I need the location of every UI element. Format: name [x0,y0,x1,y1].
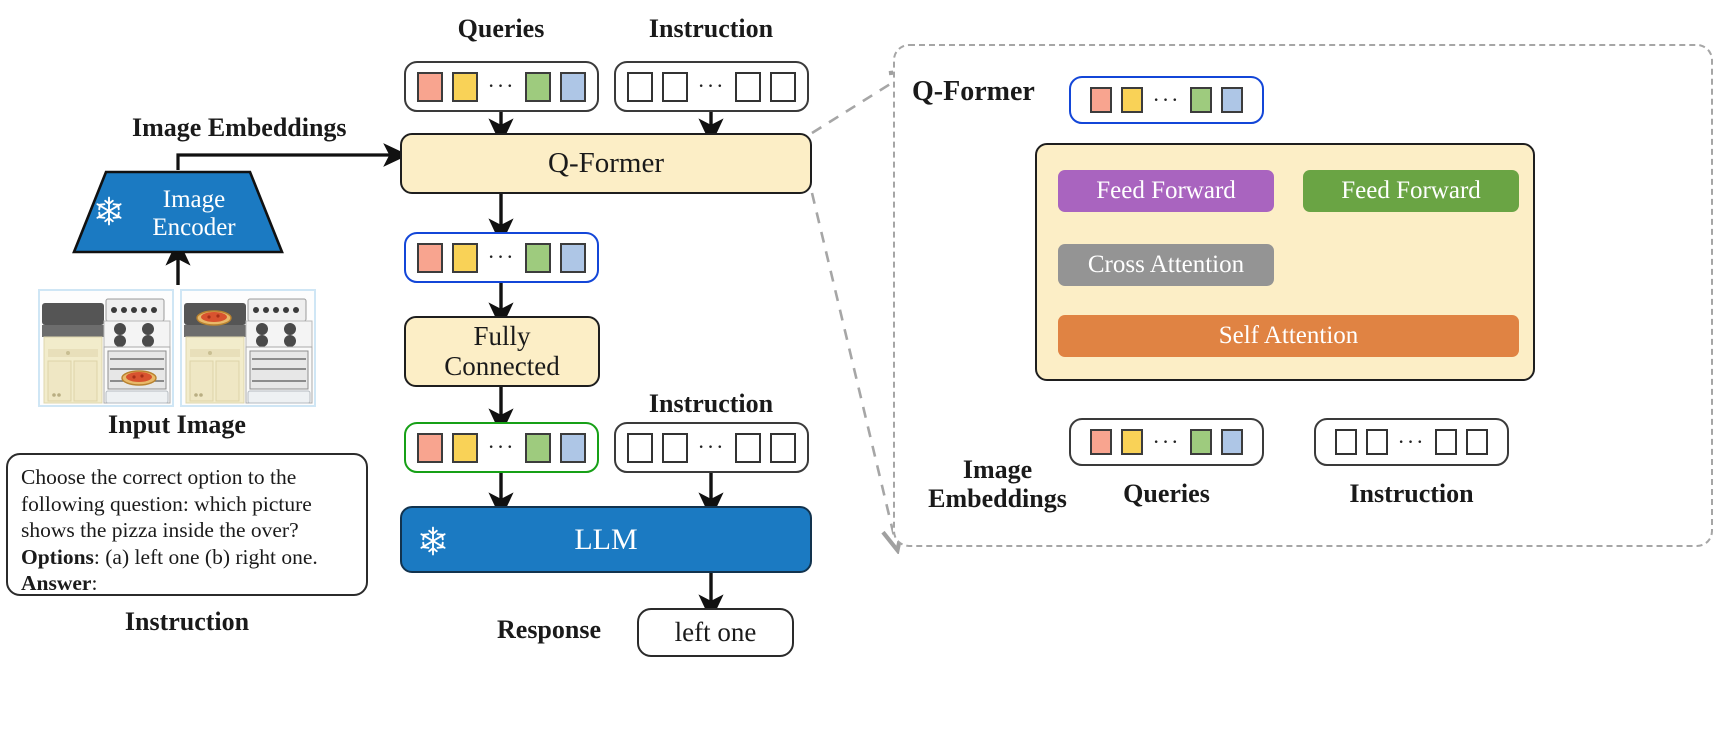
cross-attention-label: Cross Attention [1087,251,1245,278]
qformer-label: Q-Former [548,147,664,179]
instruction-label-mid: Instruction [648,389,774,418]
output-token-2 [1120,87,1143,113]
instruction-token-4 [770,71,797,102]
image-encoder-shape [72,170,284,254]
query-token-4 [1221,429,1244,455]
detail-queries-label: Queries [1123,479,1210,508]
instruction-options-row: Options: (a) left one (b) right one. [21,544,353,571]
instruction-token-1 [626,71,653,102]
instruction-line-1: Choose the correct option to the [21,465,297,489]
qformer-block[interactable]: Q-Former [400,133,812,194]
ellipsis: ··· [697,434,726,460]
response-value: left one [674,617,757,647]
self-attention-label: Self Attention [1218,322,1359,349]
self-attention-block[interactable]: Self Attention [1058,315,1519,357]
queries-label-top: Queries [457,14,545,43]
llm-block[interactable]: LLM [400,506,812,573]
instruction-label-top: Instruction [648,14,774,43]
image-encoder-block[interactable]: Image Encoder [72,170,284,254]
qformer-detail-title: Q-Former [912,76,1035,107]
detail-image-embeddings-label: Image Embeddings [905,455,1090,513]
instruction-caption-label: Instruction [124,607,250,636]
llm-input-token-4 [560,432,587,463]
feed-forward-left-label: Feed Forward [1096,177,1236,204]
output-token-3 [525,242,552,273]
output-token-1 [1089,87,1112,113]
instruction-line-2: following question: which picture [21,491,312,516]
instruction-answer-label: Answer [21,571,92,596]
instruction-token-strip-top[interactable]: ··· [614,61,809,112]
oven-with-pizza-inside-illustration [40,291,172,405]
query-token-2 [1120,429,1143,455]
ellipsis: ··· [487,434,516,460]
input-image-right[interactable] [180,289,316,407]
qformer-detail-instruction-strip[interactable]: ··· [1314,418,1509,466]
feed-forward-right-label: Feed Forward [1341,177,1481,204]
llm-input-token-1 [416,432,443,463]
instruction-token-2 [1365,429,1388,455]
query-token-3 [525,71,552,102]
ellipsis: ··· [697,73,726,99]
instruction-token-3 [1435,429,1458,455]
llm-input-token-strip[interactable]: ··· [404,422,599,473]
ellipsis: ··· [1397,428,1426,454]
instruction-options-label: Options [21,544,94,569]
output-token-4 [1221,87,1244,113]
ellipsis: ··· [1152,428,1181,454]
snowflake-icon [416,524,450,558]
cross-attention-block[interactable]: Cross Attention [1058,244,1274,286]
instruction-token-2 [661,71,688,102]
feed-forward-right-block[interactable]: Feed Forward [1303,170,1519,212]
input-image-label: Input Image [108,410,246,439]
response-value-box[interactable]: left one [637,608,794,657]
ellipsis: ··· [487,244,516,270]
query-token-4 [560,71,587,102]
ellipsis: ··· [1152,86,1181,112]
image-encoder-label-line1: Image [162,186,226,213]
output-token-4 [560,242,587,273]
fully-connected-label-line2: Connected [444,350,560,381]
output-token-1 [416,242,443,273]
fully-connected-block[interactable]: Fully Connected [404,316,600,387]
instruction-textbox[interactable]: Choose the correct option to the followi… [6,453,368,596]
query-token-1 [1089,429,1112,455]
image-embeddings-label: Image Embeddings [132,113,347,142]
qformer-detail-output-tokens[interactable]: ··· [1069,76,1264,124]
instruction-token-4 [770,432,797,463]
instruction-answer-row: Answer: [21,570,353,597]
oven-with-pizza-on-counter-illustration [182,291,314,405]
ellipsis: ··· [487,73,516,99]
instruction-token-1 [626,432,653,463]
qformer-output-token-strip[interactable]: ··· [404,232,599,283]
output-token-2 [451,242,478,273]
qformer-detail-queries-strip[interactable]: ··· [1069,418,1264,466]
query-token-2 [451,71,478,102]
instruction-token-1 [1334,429,1357,455]
llm-input-token-3 [525,432,552,463]
query-token-3 [1190,429,1213,455]
input-image-left[interactable] [38,289,174,407]
instruction-token-4 [1466,429,1489,455]
output-token-3 [1190,87,1213,113]
llm-input-token-2 [451,432,478,463]
snowflake-icon [92,194,126,228]
fully-connected-label-line1: Fully [473,320,531,351]
feed-forward-left-block[interactable]: Feed Forward [1058,170,1274,212]
image-encoder-label: Image Encoder [134,186,254,242]
instruction-token-3 [735,432,762,463]
instruction-line-3: shows the pizza inside the over? [21,518,299,543]
instruction-options-text: : (a) left one (b) right one. [93,544,318,569]
detail-image-embeddings-line2: Embeddings [928,483,1067,513]
detail-instruction-label: Instruction [1349,479,1474,508]
instruction-token-strip-mid[interactable]: ··· [614,422,809,473]
query-token-1 [416,71,443,102]
image-encoder-label-line2: Encoder [152,214,236,241]
instruction-token-3 [735,71,762,102]
instruction-answer-text: : [91,571,98,596]
instruction-token-2 [661,432,688,463]
detail-image-embeddings-line1: Image [962,455,1033,484]
queries-token-strip-top[interactable]: ··· [404,61,599,112]
response-label: Response [497,615,602,644]
llm-label: LLM [574,522,638,556]
